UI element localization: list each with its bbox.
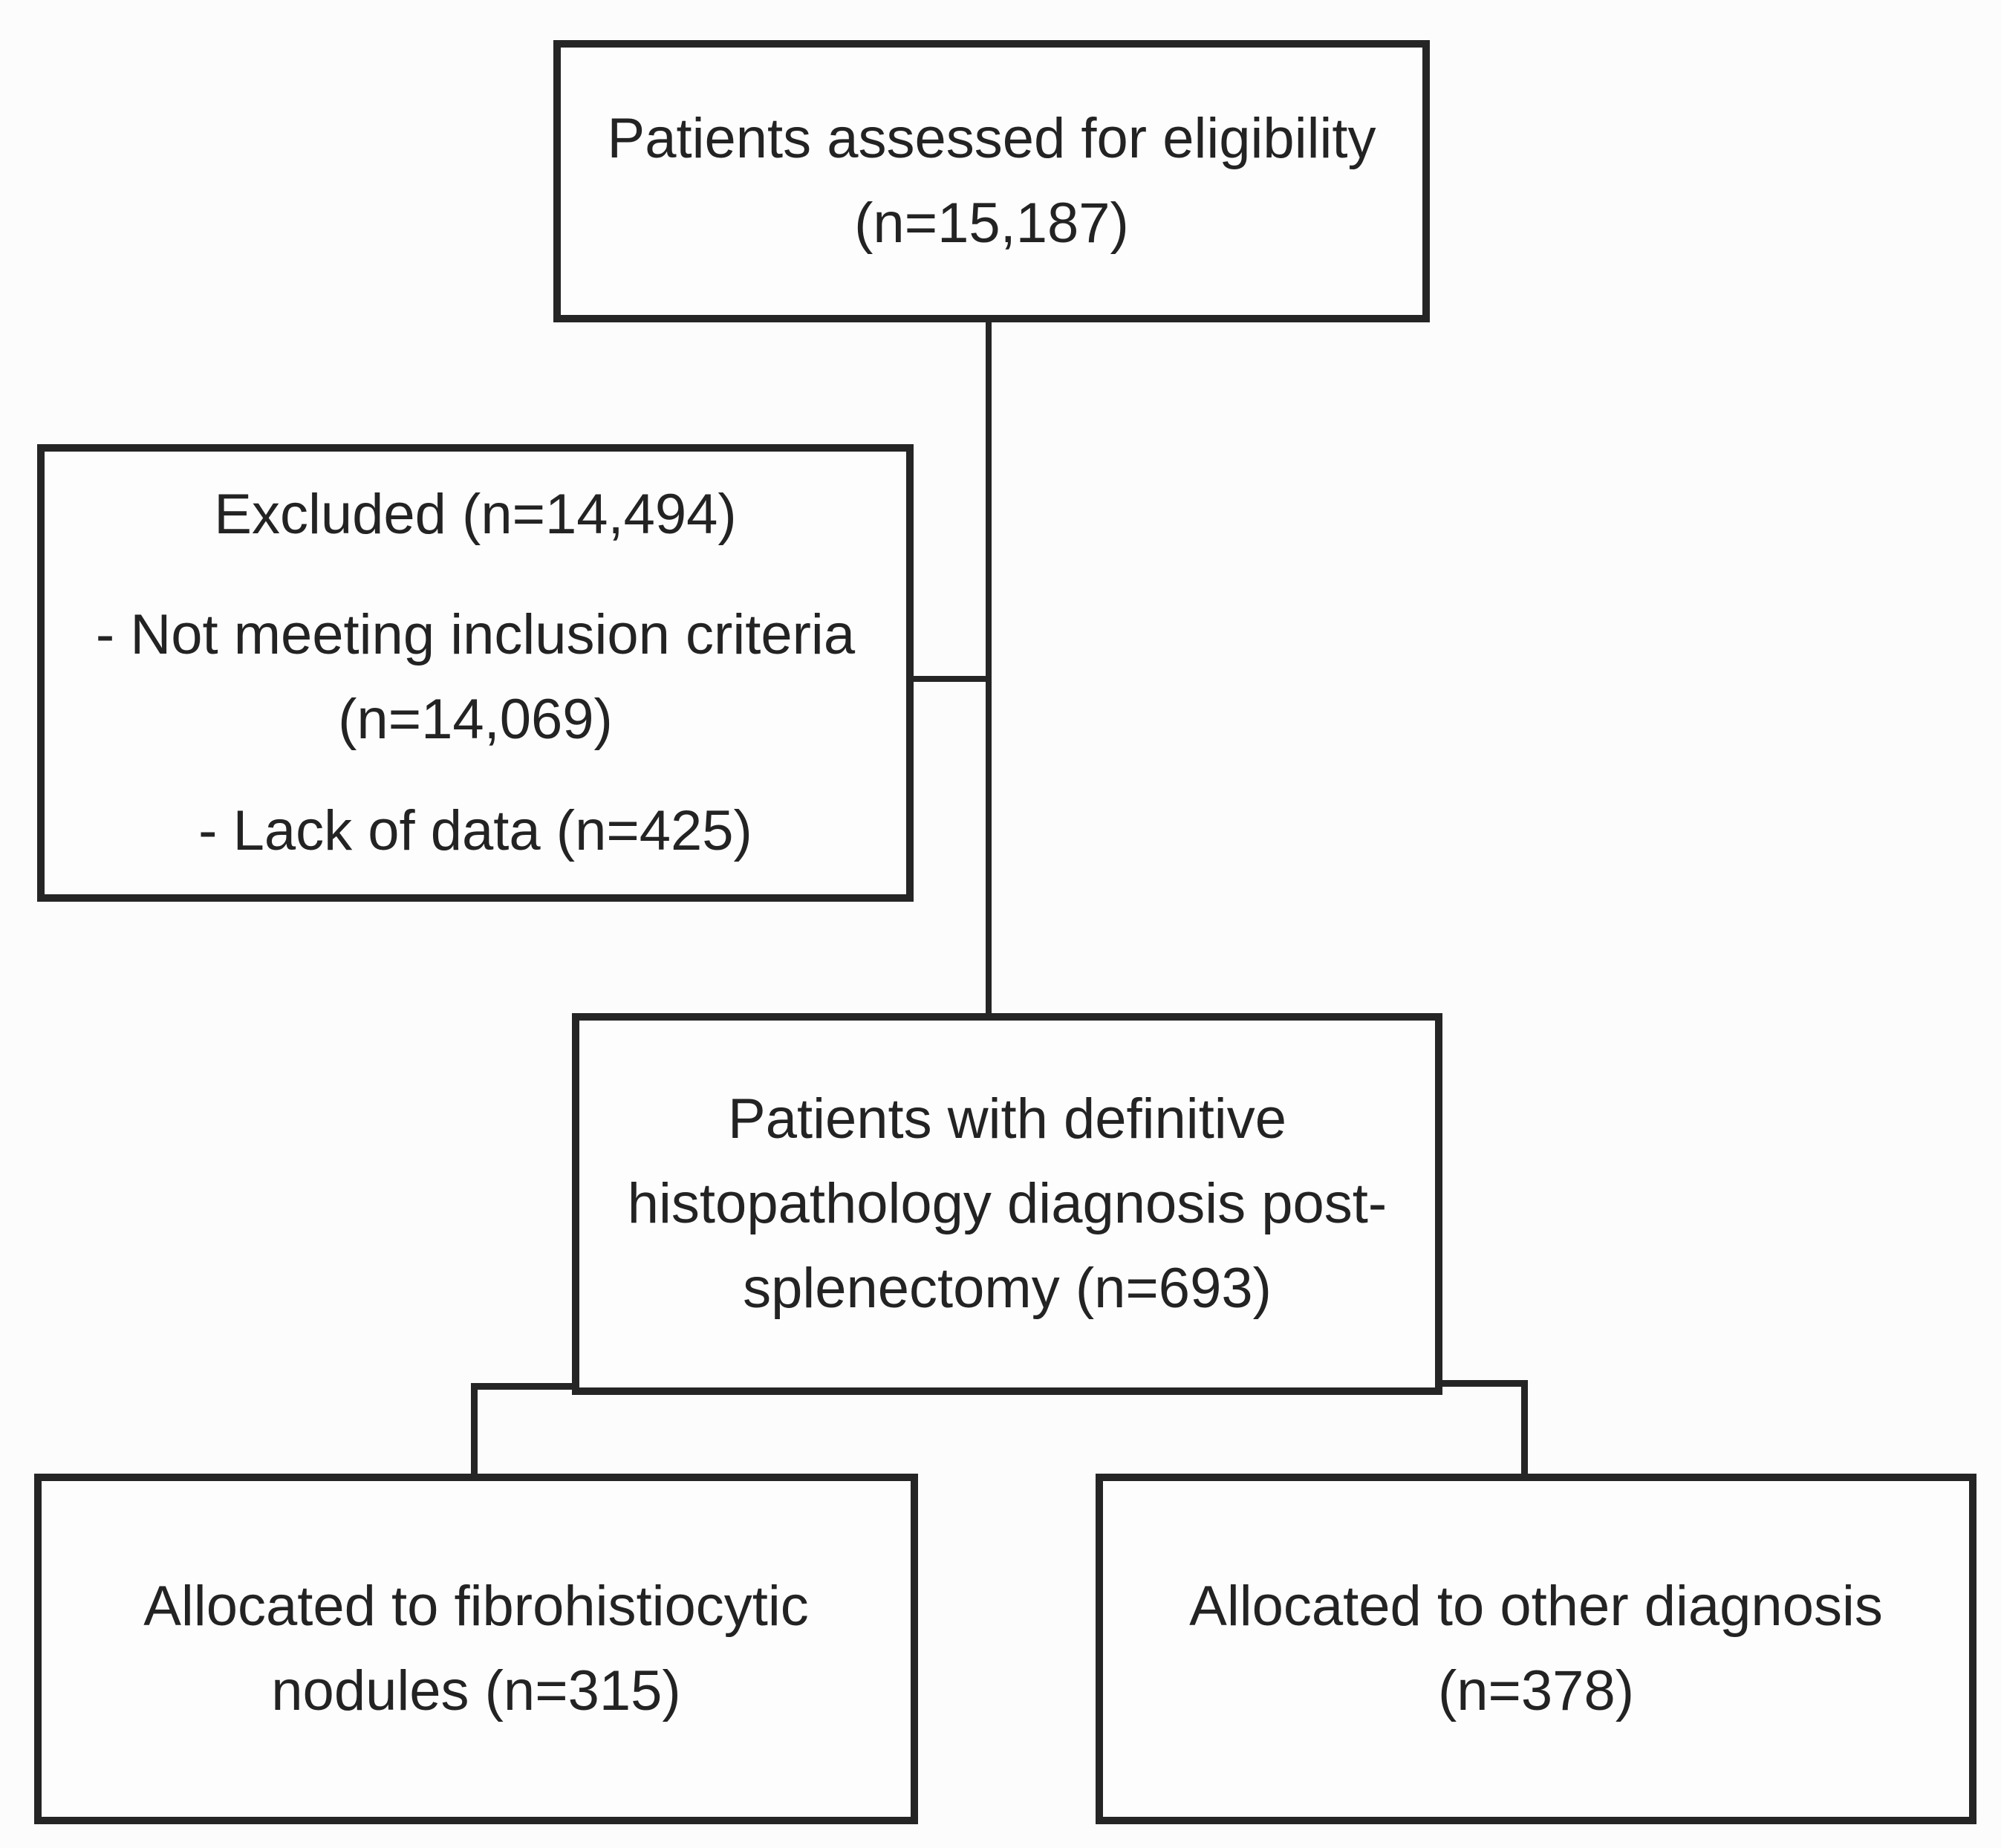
histopathology-line-1: Patients with definitive [728,1087,1286,1151]
other-diagnosis-line-1: Allocated to other diagnosis [1189,1575,1883,1638]
box-definitive-histopathology: Patients with definitive histopathology … [572,1013,1442,1395]
histopathology-line-3: splenectomy (n=693) [743,1257,1272,1320]
histopathology-line-2: histopathology diagnosis post- [627,1172,1387,1235]
connector-assessed-to-histopathology [986,322,992,1016]
box-other-diagnosis: Allocated to other diagnosis (n=378) [1096,1474,1976,1824]
connector-left-branch-horizontal [471,1383,576,1390]
assessed-count: (n=15,187) [854,192,1129,255]
box-excluded: Excluded (n=14,494) - Not meeting inclus… [37,444,914,902]
assessed-line-1: Patients assessed for eligibility [607,107,1376,170]
excluded-title: Excluded (n=14,494) [214,483,737,546]
box-assessed-eligibility: Patients assessed for eligibility (n=15,… [553,40,1430,322]
fibrohistiocytic-line-1: Allocated to fibrohistiocytic [143,1575,809,1638]
excluded-item-lack-of-data: - Lack of data (n=425) [198,799,752,862]
connector-right-branch-vertical [1521,1380,1528,1478]
excluded-item-criteria-count: (n=14,069) [338,688,613,751]
excluded-item-criteria: - Not meeting inclusion criteria [95,603,856,666]
box-fibrohistiocytic-nodules: Allocated to fibrohistiocytic nodules (n… [34,1474,918,1824]
connector-right-branch-horizontal [1438,1380,1528,1387]
connector-left-branch-vertical [471,1383,478,1478]
other-diagnosis-count: (n=378) [1437,1659,1635,1722]
connector-excluded-branch [912,676,992,682]
fibrohistiocytic-count: nodules (n=315) [271,1659,681,1722]
